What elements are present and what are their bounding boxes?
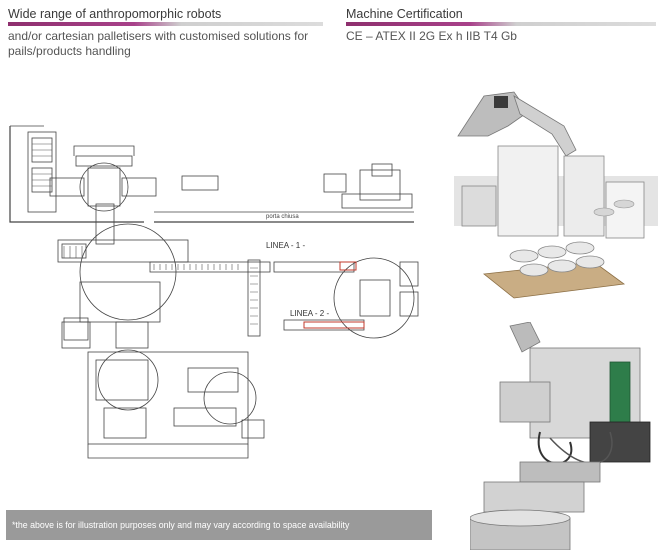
left-header-rule: [8, 22, 323, 26]
left-header: Wide range of anthropomorphic robots and…: [8, 6, 323, 59]
disclaimer-text: *the above is for illustration purposes …: [12, 520, 350, 530]
label-linea-2: LINEA - 2 -: [290, 309, 329, 318]
left-header-subtitle: and/or cartesian palletisers with custom…: [8, 29, 309, 58]
plant-layout-drawing: porta chiusa LINEA - 1 - LINEA - 2 -: [9, 125, 419, 459]
right-header-title: Machine Certification: [346, 7, 463, 21]
right-header: Machine Certification CE – ATEX II 2G Ex…: [346, 6, 656, 44]
label-linea-1: LINEA - 1 -: [266, 241, 305, 250]
disclaimer-bar: *the above is for illustration purposes …: [6, 510, 432, 540]
right-header-subtitle: CE – ATEX II 2G Ex h IIB T4 Gb: [346, 29, 517, 43]
right-header-rule: [346, 22, 656, 26]
left-header-title: Wide range of anthropomorphic robots: [8, 7, 222, 21]
robot-palletiser-photo: [454, 86, 658, 300]
label-porta-chiusa: porta chiusa: [266, 214, 299, 220]
robot-gripper-photo: [470, 322, 662, 550]
